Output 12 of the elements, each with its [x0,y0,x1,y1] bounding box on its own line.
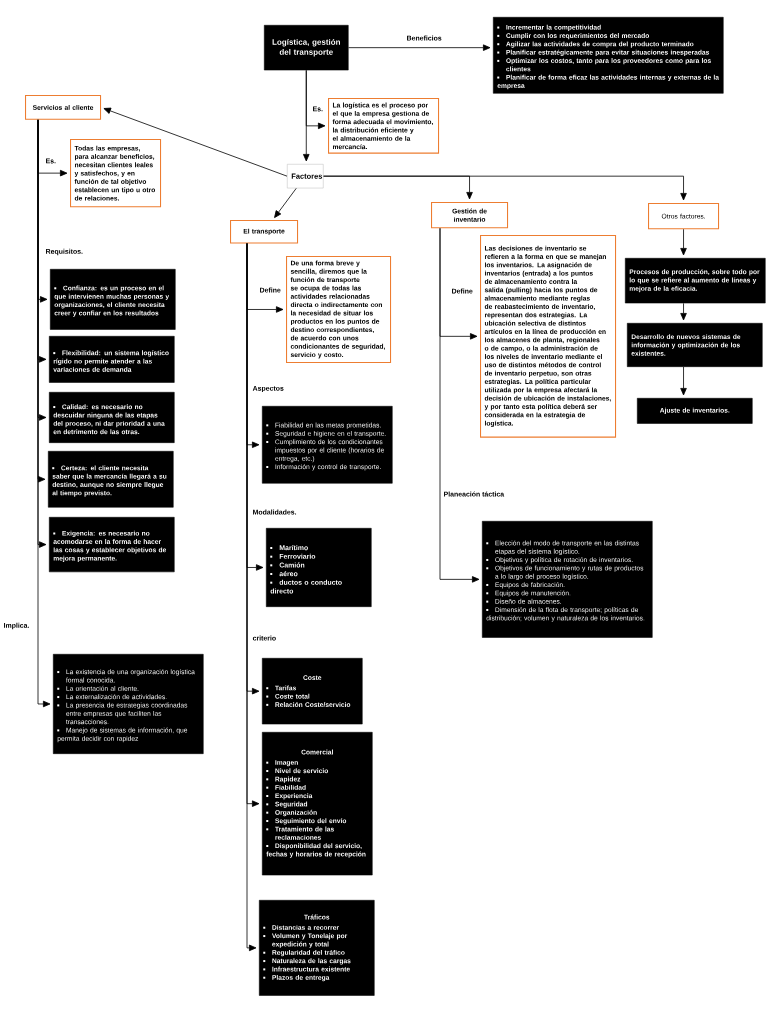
arrow [103,107,288,177]
arrow [680,228,687,256]
arrow [680,366,687,396]
arrow [303,69,310,162]
arrow [348,44,491,51]
arrow [323,175,687,201]
arrow [274,187,297,218]
arrow [439,227,480,583]
list-box: Logística, gestión del transporte [264,25,349,71]
arrow [246,243,257,952]
arrow [37,119,51,708]
arrow [680,302,687,321]
